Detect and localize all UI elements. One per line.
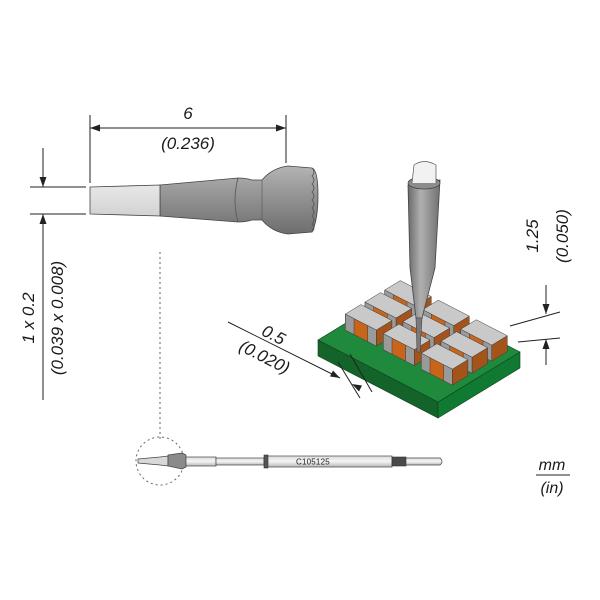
tip-ribbed-end (311, 167, 315, 233)
units-legend: mm (in) (536, 457, 570, 497)
part-number: C105125 (296, 458, 330, 467)
full-tip-view: C105125 (135, 436, 443, 486)
soldering-iron (407, 161, 441, 353)
length-mm-label: 6 (183, 104, 193, 123)
dimension-tip-size: 1 x 0.2 (0.039 x 0.008) (19, 148, 86, 400)
tip-body (159, 165, 319, 235)
pcb-illustration (317, 161, 521, 419)
length-in-label: (0.236) (161, 134, 215, 153)
unit-mm-label: mm (539, 457, 566, 474)
dimension-height: 1.25 (0.050) (509, 209, 572, 365)
pitch-in-label: (0.020) (236, 336, 293, 377)
dimension-length: 6 (0.236) (89, 104, 287, 183)
tip-bevel (234, 177, 239, 223)
tip-closeup (89, 165, 319, 235)
tip-chisel-face (89, 184, 161, 217)
height-in-label: (0.050) (553, 209, 572, 263)
smd-component (420, 343, 469, 386)
unit-in-label: (in) (540, 480, 563, 497)
tip-mm-label: 1 x 0.2 (19, 292, 38, 344)
tip-in-label: (0.039 x 0.008) (48, 261, 67, 375)
height-mm-label: 1.25 (523, 219, 542, 253)
